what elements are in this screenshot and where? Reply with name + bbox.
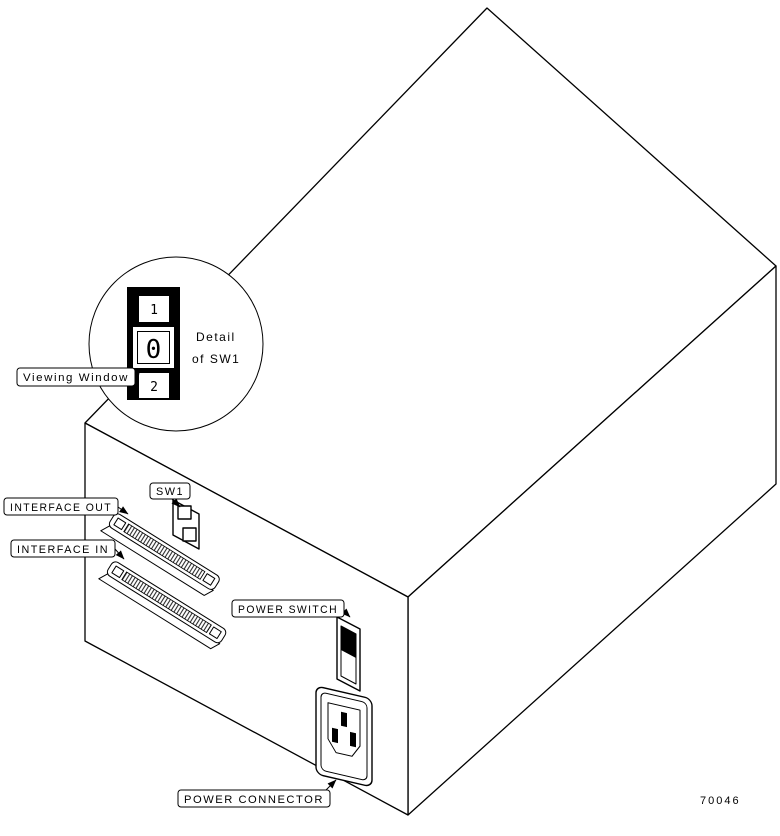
power-switch-box <box>231 599 345 618</box>
power-connector <box>315 686 373 787</box>
digit-middle: 0 <box>146 335 162 365</box>
callout-interface-in: INTERFACE IN <box>10 539 125 560</box>
digit-top: 1 <box>150 303 158 318</box>
connector-tab-left <box>113 517 127 531</box>
interface-out-connector <box>100 513 220 596</box>
viewing-window-label: Viewing Window <box>23 372 129 384</box>
sw1-label: SW1 <box>156 486 184 498</box>
sw1-detail-balloon: 1 0 2 Detail of SW1 <box>88 256 264 432</box>
sw1-box <box>149 482 191 500</box>
power-switch-rocker-top <box>341 626 356 658</box>
connector-pin-band <box>123 523 206 580</box>
digit-bottom: 2 <box>150 380 158 395</box>
sw1-button-upper <box>177 505 192 520</box>
figure-number: 70046 <box>700 795 741 807</box>
callout-interface-out: INTERFACE OUT <box>3 497 129 516</box>
interface-in-box <box>10 539 116 558</box>
sw1-switch <box>172 499 200 550</box>
viewing-window-cutout <box>133 327 174 368</box>
callout-sw1: SW1 <box>149 482 191 508</box>
connector-tab-right <box>208 626 222 640</box>
interface-out-label: INTERFACE OUT <box>10 502 112 514</box>
power-pin-left <box>332 727 338 744</box>
connector-tab-left <box>111 565 125 579</box>
power-switch <box>336 616 361 692</box>
interface-out-leader <box>117 506 129 515</box>
interface-in-connector <box>98 561 227 650</box>
viewing-window-box <box>16 367 136 387</box>
callout-viewing-window: Viewing Window <box>16 367 141 387</box>
sw1-button-lower <box>182 527 197 542</box>
viewing-window-frame <box>137 331 170 364</box>
power-pin-ground <box>341 711 347 728</box>
viewing-window-leader <box>132 368 141 379</box>
power-switch-label: POWER SWITCH <box>238 604 338 616</box>
power-connector-box <box>177 789 331 808</box>
interface-in-label: INTERFACE IN <box>17 544 109 556</box>
digit-window-bottom <box>139 373 169 398</box>
interface-out-box <box>3 497 119 516</box>
connector-tab-right <box>202 573 216 586</box>
callout-power-connector: POWER CONNECTOR <box>177 779 337 808</box>
power-connector-label: POWER CONNECTOR <box>184 794 324 806</box>
callout-power-switch: POWER SWITCH <box>231 599 351 618</box>
interface-in-leader <box>114 548 125 560</box>
detail-caption-line1: Detail <box>196 330 236 344</box>
power-pin-right <box>350 731 356 748</box>
power-connector-leader <box>325 779 337 791</box>
digit-window-top <box>139 296 169 322</box>
sw1-leader <box>171 498 181 508</box>
detail-caption-line2: of SW1 <box>192 352 240 366</box>
connector-pin-band <box>121 571 212 634</box>
